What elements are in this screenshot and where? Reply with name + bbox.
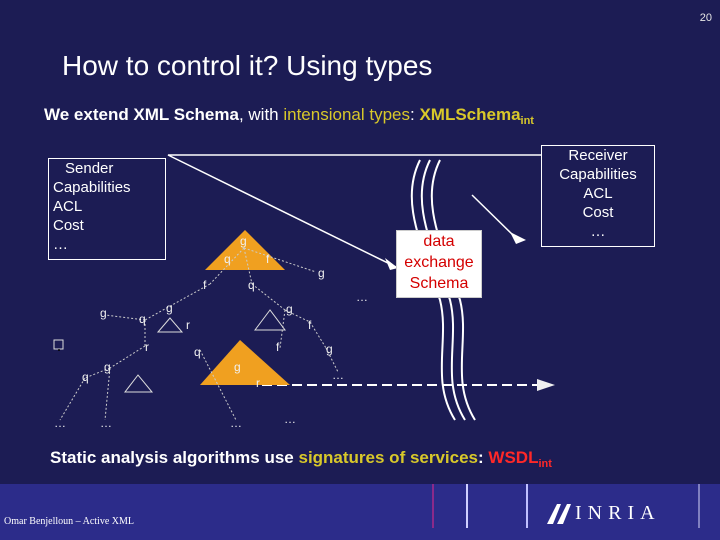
subtitle: We extend XML Schema, with intensional t…: [44, 105, 534, 127]
footer-bar: [0, 484, 720, 540]
bottom-wsdl-sub: int: [538, 458, 552, 470]
tree-node: q: [194, 345, 201, 359]
tree-node: …: [100, 416, 112, 430]
tree-node: …: [356, 290, 368, 304]
tree-node: f: [276, 340, 280, 354]
schema-line-1: data: [423, 233, 455, 250]
sender-box: Sender Capabilities ACL Cost …: [48, 158, 166, 260]
tree-node: g: [104, 360, 111, 374]
sender-capabilities: Capabilities: [53, 179, 131, 196]
subtitle-middle: , with: [238, 105, 284, 124]
tree-node: r: [186, 318, 190, 332]
inria-logo-text: INRIA: [575, 502, 661, 524]
tree-node: g: [326, 342, 333, 356]
sender-ellipsis: …: [53, 236, 68, 253]
tree-node: q: [224, 252, 231, 266]
subtitle-colon: :: [409, 105, 420, 124]
orange-triangle-bottom: [200, 340, 290, 385]
tree-node: …: [332, 368, 344, 382]
sender-acl: ACL: [53, 198, 83, 215]
tree-node: q: [82, 370, 89, 384]
dashed-arrow-head: [537, 379, 555, 391]
tree-node: g: [240, 234, 247, 248]
subtitle-schema-sub: int: [520, 115, 534, 127]
receiver-title: Receiver: [568, 147, 628, 164]
slide-number: 20: [699, 12, 712, 24]
subtitle-schema: XMLSchema: [419, 105, 521, 124]
tree-node: …: [230, 416, 242, 430]
tree-node: r: [256, 376, 260, 390]
subtitle-accent: intensional types: [283, 105, 410, 124]
sender-title: Sender: [65, 160, 114, 177]
inria-logo-icon: [547, 504, 571, 524]
footer-divider: [466, 484, 468, 528]
receiver-acl: ACL: [583, 185, 613, 202]
bottom-wsdl: WSDL: [488, 448, 539, 467]
sender-cost: Cost: [53, 217, 84, 234]
tree-node: …: [54, 416, 66, 430]
footer-author: Omar Benjelloun – Active XML: [4, 516, 134, 527]
tree-node: f: [203, 278, 207, 292]
receiver-capabilities: Capabilities: [559, 166, 637, 183]
diagram: [53, 154, 555, 421]
schema-box: data exchange Schema: [396, 230, 482, 298]
tree-node: g: [318, 266, 325, 280]
tree-node: g: [234, 360, 241, 374]
wavy-separator: [410, 159, 476, 421]
footer-divider: [526, 484, 528, 528]
tree-node: g: [286, 302, 293, 316]
tree-node: q: [248, 278, 255, 292]
tree-edges: [59, 247, 339, 421]
tree-node: g: [166, 301, 173, 315]
tree-node: f: [266, 252, 270, 266]
bottom-prefix: Static analysis algorithms use: [50, 448, 299, 467]
slide-title: How to control it? Using types: [62, 50, 433, 81]
bottom-colon: :: [478, 448, 489, 467]
bottom-text: Static analysis algorithms use signature…: [50, 448, 552, 470]
bottom-accent: signatures of services: [298, 448, 479, 467]
tree-node: f: [308, 318, 312, 332]
footer-divider: [432, 484, 434, 528]
schema-line-2: exchange: [404, 254, 474, 271]
subtitle-prefix: We extend XML Schema: [44, 105, 239, 124]
receiver-box: Receiver Capabilities ACL Cost …: [541, 145, 655, 247]
orange-triangle-top: [205, 230, 285, 270]
footer-divider: [698, 484, 700, 528]
receiver-ellipsis: …: [590, 223, 606, 240]
exchange-arrow: [167, 154, 545, 269]
receiver-cost: Cost: [582, 204, 614, 221]
schema-line-3: Schema: [409, 275, 469, 292]
tree-node: g: [100, 306, 107, 320]
tree-node: …: [284, 412, 296, 426]
tree-node: r: [145, 340, 149, 354]
tree-node: q: [139, 312, 146, 326]
